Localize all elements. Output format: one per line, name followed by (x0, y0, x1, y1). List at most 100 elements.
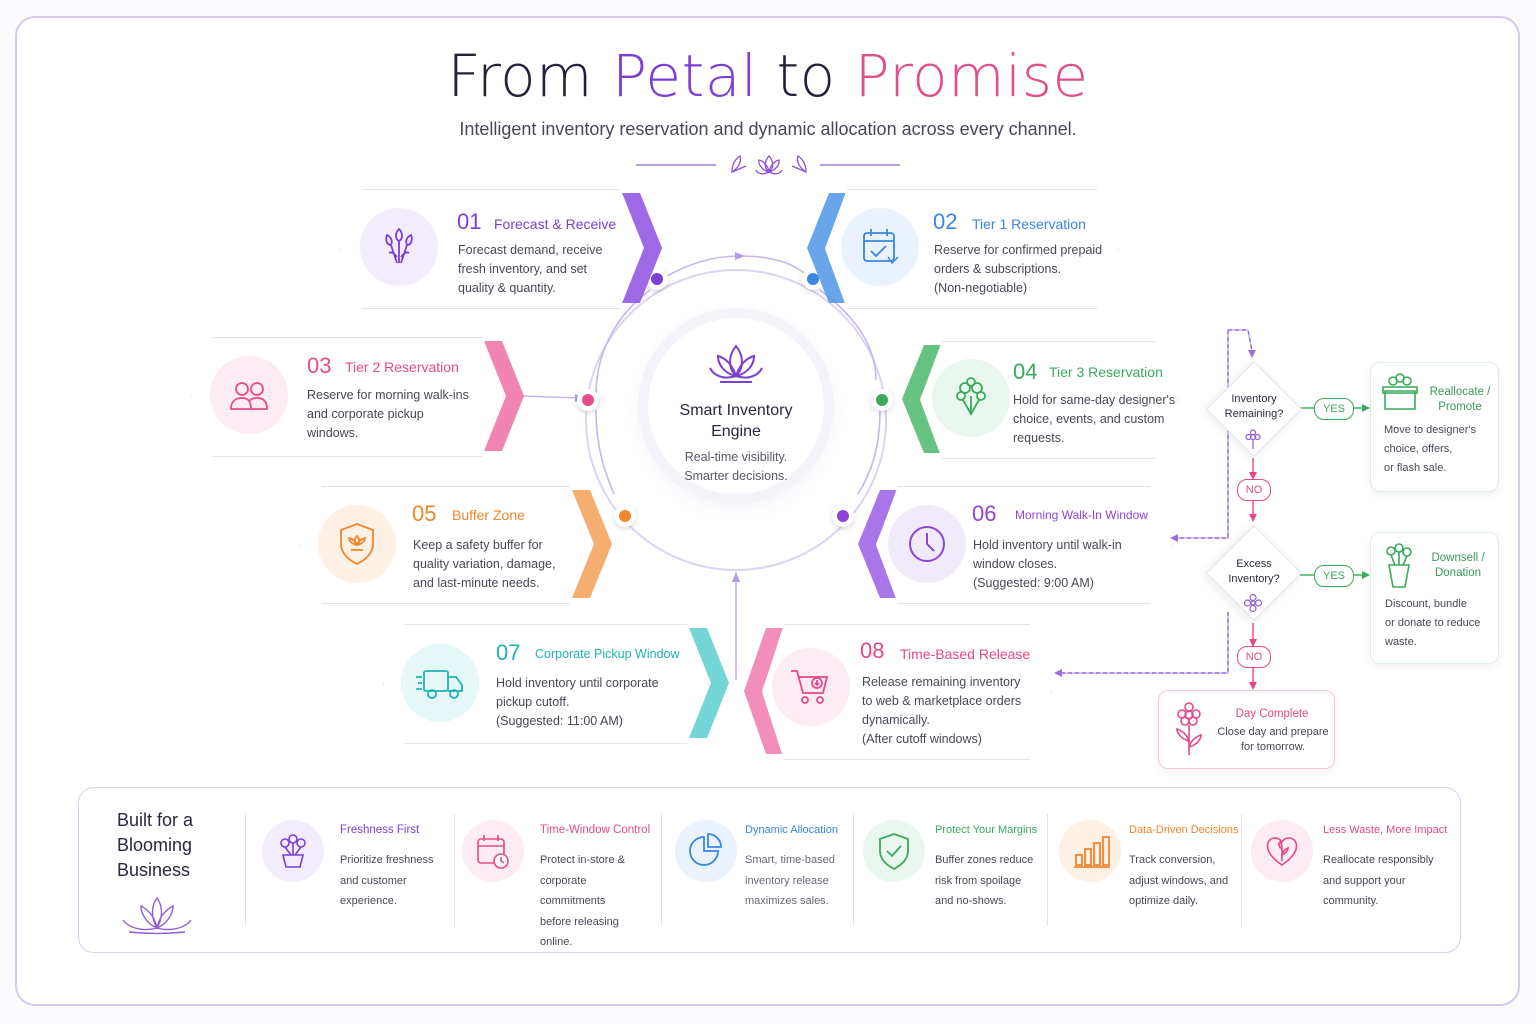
step-description: Release remaining inventory to web & mar… (862, 675, 1022, 746)
ring-node-03 (577, 389, 599, 411)
engine-subtitle: Real-time visibility. Smarter decisions. (684, 450, 788, 483)
step-number: 05 (412, 501, 437, 526)
reallocate-card: Reallocate / Promote Move to designer's … (1370, 362, 1499, 492)
benefit-description: Smart, time-based inventory release maxi… (745, 854, 835, 907)
flower-bouquet-icon (360, 208, 438, 286)
clock-icon (888, 505, 966, 583)
ring-node-04 (871, 389, 893, 411)
lotus-icon (122, 896, 192, 935)
lotus-icon (709, 344, 763, 383)
step-number: 04 (1013, 359, 1038, 384)
flower-icon (1243, 593, 1263, 613)
potted-flower-icon (262, 820, 324, 882)
step-card-02: 02 Tier 1 Reservation Reserve for confir… (805, 189, 1117, 307)
benefit-description: Track conversion, adjust windows, and op… (1129, 854, 1229, 907)
step-number: 03 (307, 353, 332, 378)
delivery-truck-icon (401, 644, 479, 722)
step-card-07: 07 Corporate Pickup Window Hold inventor… (383, 624, 729, 742)
calendar-check-icon (841, 208, 919, 286)
benefits-heading: Built for a Blooming Business (117, 810, 194, 880)
benefit-title: Freshness First (340, 824, 420, 836)
shopping-cart-icon (772, 648, 850, 726)
benefits-panel: Built for a Blooming Business Freshness … (78, 787, 1461, 953)
ring-node-05 (614, 505, 636, 527)
step-title: Tier 1 Reservation (972, 216, 1086, 232)
step-number: 08 (860, 638, 885, 663)
step-title: Forecast & Receive (494, 216, 617, 232)
step-card-04: 04 Tier 3 Reservation Hold for same-day … (900, 341, 1176, 457)
step-description: Reserve for morning walk-ins and corpora… (307, 388, 469, 440)
no-pill: NO (1237, 646, 1271, 668)
benefit-title: Protect Your Margins (935, 824, 1038, 836)
reallocate-title: Reallocate / Promote (1429, 386, 1491, 413)
shield-check-icon (863, 820, 925, 882)
day-complete-title: Day Complete (1235, 708, 1309, 720)
step-title: Corporate Pickup Window (535, 647, 680, 661)
step-card-08: 08 Time-Based Release Release remaining … (742, 624, 1050, 758)
step-number: 07 (496, 640, 521, 665)
benefit-title: Dynamic Allocation (745, 824, 838, 836)
benefit-time-window: Time-Window Control Protect in-store & c… (446, 788, 654, 954)
step-description: Hold inventory until walk-in window clos… (973, 538, 1122, 590)
engine-title: Smart Inventory Engine (679, 402, 793, 440)
step-card-06: 06 Morning Walk-In Window Hold inventory… (856, 486, 1170, 602)
page-title: From Petal to Promise (447, 42, 1089, 110)
benefit-description: Protect in-store & corporate commitments… (540, 854, 625, 948)
benefit-protect-margins: Protect Your Margins Buffer zones reduce… (853, 788, 1047, 954)
decision-q1-label: Inventory Remaining? (1224, 393, 1284, 420)
benefit-data-driven: Data-Driven Decisions Track conversion, … (1047, 788, 1241, 954)
bar-chart-icon (1059, 820, 1121, 882)
benefit-title: Data-Driven Decisions (1129, 824, 1239, 836)
downsell-title: Downsell / Donation (1431, 552, 1485, 579)
step-description: Forecast demand, receive fresh inventory… (458, 243, 603, 295)
downsell-card: Downsell / Donation Discount, bundle or … (1370, 532, 1499, 664)
step-description: Reserve for confirmed prepaid orders & s… (934, 243, 1103, 295)
benefit-description: Buffer zones reduce risk from spoilage a… (935, 854, 1034, 907)
step-title: Morning Walk-In Window (1015, 508, 1148, 522)
step-description: Hold for same-day designer's choice, eve… (1013, 393, 1176, 445)
day-complete-description: Close day and prepare for tomorrow. (1217, 726, 1329, 753)
benefit-less-waste: Less Waste, More Impact Reallocate respo… (1241, 788, 1455, 954)
step-title: Tier 2 Reservation (345, 359, 459, 375)
flower-stem-icon (1176, 702, 1202, 755)
step-number: 01 (457, 209, 482, 234)
heart-flower-icon (1251, 820, 1313, 882)
step-number: 02 (933, 209, 958, 234)
divider-left (636, 164, 716, 166)
flower-icon (1245, 429, 1261, 449)
benefit-dynamic-allocation: Dynamic Allocation Smart, time-based inv… (661, 788, 851, 954)
bouquet-icon (932, 359, 1010, 437)
yes-pill: YES (1314, 565, 1354, 587)
gift-box-flower-icon (1382, 373, 1418, 410)
step-title: Tier 3 Reservation (1049, 364, 1163, 380)
benefit-description: Reallocate responsibly and support your … (1323, 854, 1434, 907)
step-card-03: 03 Tier 2 Reservation Reserve for mornin… (190, 337, 524, 455)
benefit-description: Prioritize freshness and customer experi… (340, 854, 434, 907)
step-title: Buffer Zone (452, 507, 525, 523)
benefit-freshness: Freshness First Prioritize freshness and… (246, 788, 454, 954)
ring-node-06 (832, 505, 854, 527)
decision-q2-label: Excess Inventory? (1228, 558, 1280, 585)
step-number: 06 (972, 501, 997, 526)
shield-flower-icon (318, 505, 396, 583)
page-subtitle: Intelligent inventory reservation and dy… (459, 119, 1077, 139)
flower-vase-icon (1386, 543, 1412, 588)
step-description: Keep a safety buffer for quality variati… (413, 538, 556, 590)
floral-ornament-icon (731, 154, 807, 175)
step-description: Hold inventory until corporate pickup cu… (496, 676, 659, 728)
step-card-05: 05 Buffer Zone Keep a safety buffer for … (300, 486, 612, 602)
divider-right (820, 164, 900, 166)
yes-pill: YES (1314, 398, 1354, 420)
downsell-description: Discount, bundle or donate to reduce was… (1385, 598, 1481, 648)
no-pill: NO (1237, 479, 1271, 501)
smart-inventory-engine: Smart Inventory Engine Real-time visibil… (648, 318, 824, 494)
reallocate-description: Move to designer's choice, offers, or fl… (1384, 424, 1476, 474)
benefit-title: Time-Window Control (540, 824, 651, 836)
day-complete-card: Day Complete Close day and prepare for t… (1158, 690, 1335, 769)
calendar-clock-icon (462, 820, 524, 882)
step-title: Time-Based Release (900, 646, 1031, 662)
pie-chart-icon (675, 820, 737, 882)
people-icon (210, 356, 288, 434)
benefit-title: Less Waste, More Impact (1323, 824, 1448, 836)
step-card-01: 01 Forecast & Receive Forecast demand, r… (340, 189, 662, 307)
